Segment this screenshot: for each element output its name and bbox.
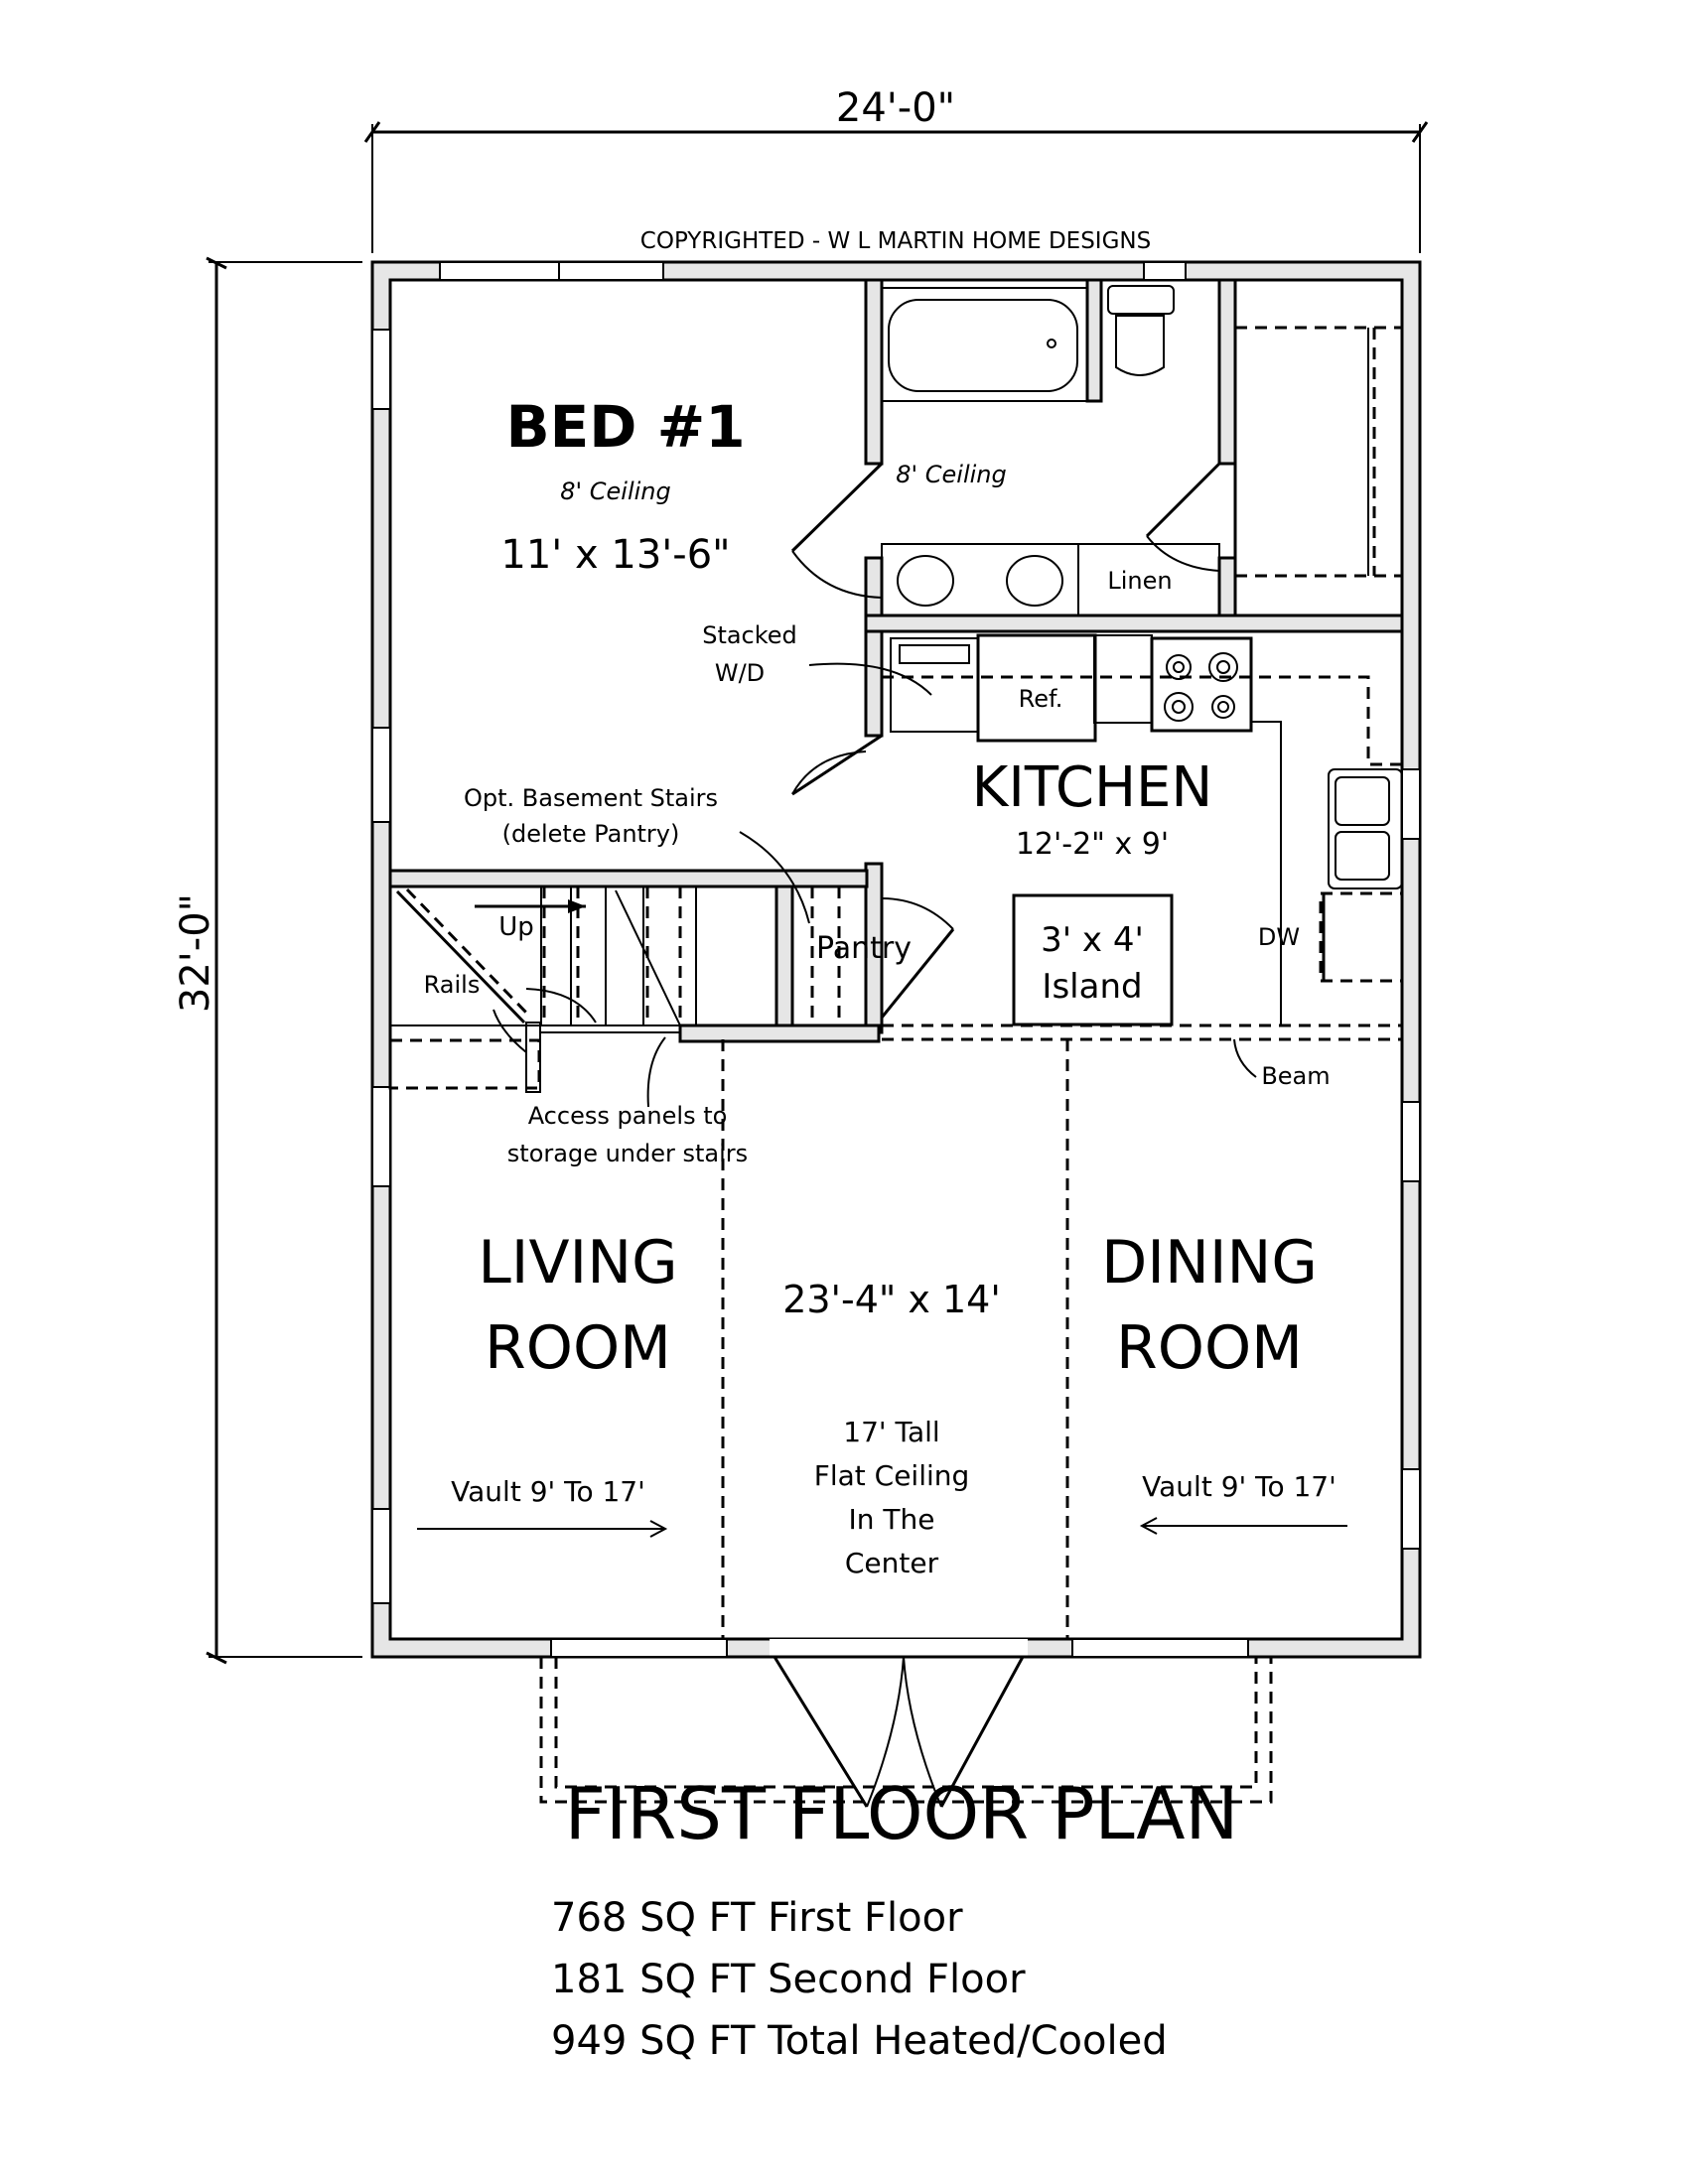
interior-walls [388,278,1404,1043]
width-dimension-label: 24'-0" [836,85,955,131]
window [558,261,664,281]
refrigerator-label: Ref. [1019,685,1063,713]
range-stove [1150,636,1253,733]
kitchen-size: 12'-2" x 9' [1016,827,1169,862]
pantry [791,886,867,1026]
toilet-icon [1107,285,1175,315]
linen-label: Linen [1107,567,1172,595]
bed1-ceiling-note: 8' Ceiling [560,478,670,505]
living-room-title-line2: ROOM [485,1313,671,1383]
bathtub-icon [888,299,1078,392]
area-total: 949 SQ FT Total Heated/Cooled [551,2018,1168,2064]
stairs: Up Rails Pantry [388,886,955,1093]
walk-in-closet [1233,278,1404,617]
sink-icon [1006,555,1063,607]
sink-icon [897,555,954,607]
kitchen-island [1012,893,1174,1026]
center-note-line2: Flat Ceiling [814,1459,970,1492]
washer-dryer [890,637,979,733]
closet-door [1145,462,1221,538]
dishwasher [1319,891,1404,983]
great-room: LIVING ROOM DINING ROOM 23'-4" x 14' 17'… [417,1039,1347,1639]
bed1-title: BED #1 [505,393,745,461]
dining-room-title-line1: DINING [1101,1228,1318,1297]
kitchen-sink-icon [1328,768,1403,889]
exterior-walls [370,260,1422,1659]
annotations: Stacked W/D Opt. Basement Stairs (delete… [464,621,1331,1167]
leader-arrow-icon [646,1036,666,1108]
vanity [881,543,1220,616]
basement-stairs-note-line2: (delete Pantry) [502,820,680,848]
window [371,1086,391,1187]
bedroom-door [790,462,884,553]
stacked-wd-note-line1: Stacked [702,621,797,649]
window [371,329,391,410]
island-size: 3' x 4' [1041,920,1144,960]
stacked-wd-note-line2: W/D [715,659,765,687]
window [550,1638,728,1658]
center-note-line1: 17' Tall [843,1416,939,1448]
dining-vault-note: Vault 9' To 17' [1142,1470,1336,1503]
kitchen-door [791,734,883,796]
living-room-title-line1: LIVING [478,1228,677,1297]
rails-label: Rails [424,971,481,999]
kitchen: KITCHEN 12'-2" x 9' Ref. DW 3' x 4' Isla… [791,633,1404,1041]
bed1-size: 11' x 13'-6" [500,532,730,578]
front-entry-doors [539,1656,1273,1808]
window [1143,261,1187,281]
left-dimension: 32'-0" [173,256,362,1665]
leader-arrow-icon [739,831,810,924]
great-room-size: 23'-4" x 14' [782,1278,1001,1321]
window [371,1508,391,1604]
window [439,261,560,281]
stairs-up-label: Up [498,912,534,942]
window [1401,1101,1421,1182]
access-panels-note-line2: storage under stairs [507,1140,748,1167]
window [371,727,391,823]
window [1401,768,1421,840]
access-panels-note-line1: Access panels to [528,1102,728,1130]
leader-arrow-icon [1233,1038,1257,1078]
center-note-line3: In The [849,1503,935,1536]
center-note-line4: Center [845,1547,939,1579]
copyright-text: COPYRIGHTED - W L MARTIN HOME DESIGNS [640,228,1151,254]
top-dimension: 24'-0" [363,85,1429,253]
leader-arrow-icon [808,662,932,696]
window [1401,1468,1421,1550]
pantry-label: Pantry [816,931,912,966]
leader-arrow-icon [525,988,597,1024]
kitchen-title: KITCHEN [972,755,1213,820]
dining-room-title-line2: ROOM [1116,1313,1303,1383]
area-second-floor: 181 SQ FT Second Floor [551,1957,1026,2002]
bath-ceiling-note: 8' Ceiling [896,461,1006,488]
basement-stairs-note-line1: Opt. Basement Stairs [464,784,718,812]
pantry-door [880,928,955,1019]
living-vault-note: Vault 9' To 17' [451,1475,645,1508]
island-label: Island [1042,967,1142,1007]
depth-dimension-label: 32'-0" [173,893,218,1013]
bathroom: 8' Ceiling Linen [790,285,1221,616]
plan-title: FIRST FLOOR PLAN [565,1772,1239,1855]
beam-label: Beam [1261,1062,1330,1090]
window [1071,1638,1249,1658]
area-first-floor: 768 SQ FT First Floor [551,1895,963,1941]
dishwasher-label: DW [1258,923,1300,951]
